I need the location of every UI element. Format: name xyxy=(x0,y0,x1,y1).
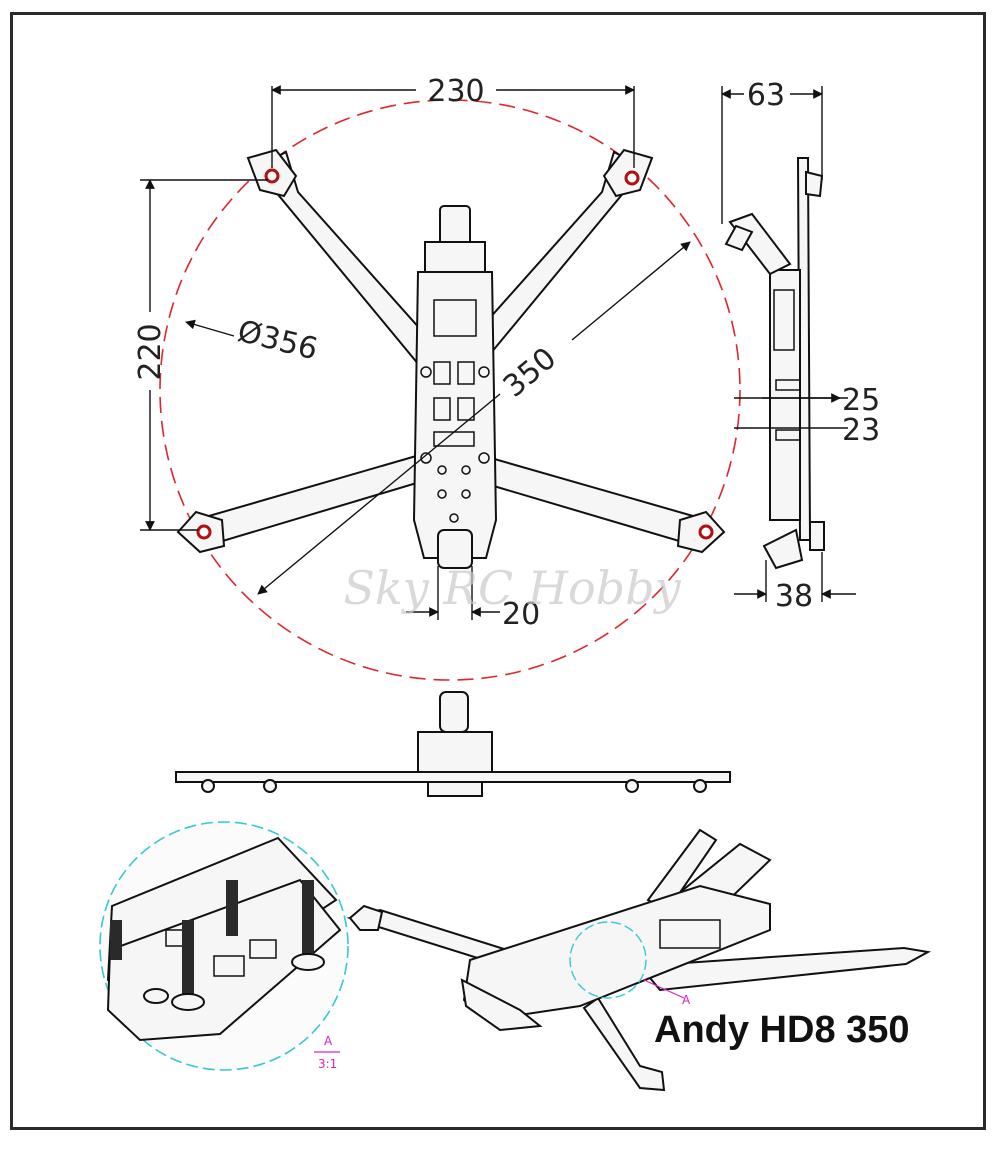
dim-side-width-label: 63 xyxy=(747,78,785,113)
dim-side-h2-label: 23 xyxy=(842,413,880,448)
watermark: Sky RC Hobby xyxy=(343,561,681,615)
detail-view-a: A 3:1 xyxy=(99,821,349,1071)
drawing-frame xyxy=(10,12,986,1130)
dim-height-label: 220 xyxy=(133,323,168,380)
arm-rear-right xyxy=(458,450,726,554)
dim-diagonal-label: 350 xyxy=(497,341,563,405)
arm-rear-left xyxy=(176,450,442,554)
dim-width-label: 230 xyxy=(427,74,484,109)
side-view: 63 25 23 38 xyxy=(721,78,880,614)
detail-callout-label: A xyxy=(682,993,691,1007)
top-view: 230 220 Ø356 350 20 xyxy=(133,74,741,681)
prop-clearance-circle xyxy=(159,99,741,681)
isometric-view: A xyxy=(346,828,932,1092)
dim-diameter-label: Ø356 xyxy=(234,314,321,368)
model-name: Andy HD8 350 xyxy=(654,1009,910,1051)
dim-side-bottom-label: 38 xyxy=(775,579,813,614)
detail-marker-label: A xyxy=(324,1034,333,1048)
dim-side-h1-label: 25 xyxy=(842,383,880,418)
front-view xyxy=(175,691,731,797)
detail-scale-label: 3:1 xyxy=(318,1057,337,1071)
dim-bottom-label: 20 xyxy=(502,597,540,632)
central-body xyxy=(412,205,498,569)
